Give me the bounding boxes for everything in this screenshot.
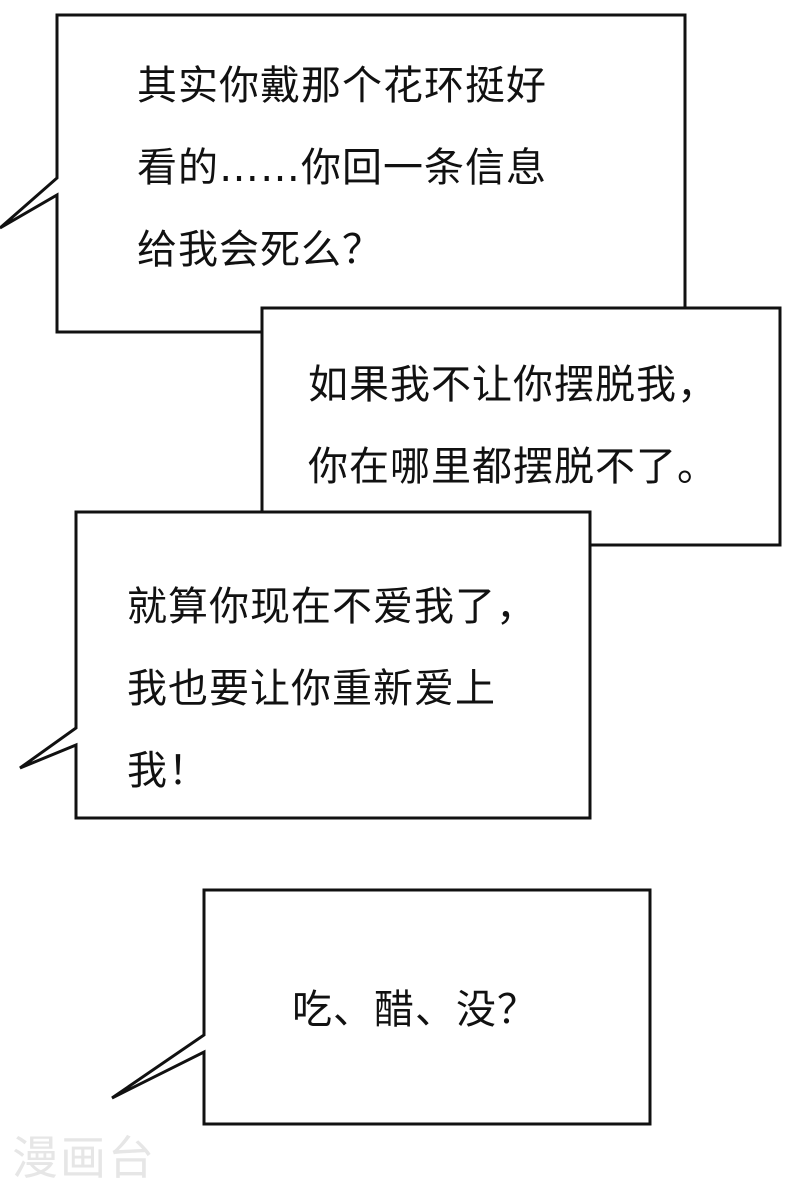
bubble-3-line-3: 我！: [127, 748, 209, 794]
speech-bubble-1: [0, 13, 687, 334]
bubble-1-line-2: 看的……你回一条信息: [137, 145, 547, 191]
bubble-2-line-2: 你在哪里都摆脱不了。: [308, 444, 718, 490]
bubble-1-line-3: 给我会死么？: [137, 227, 383, 273]
bubble-3-line-1: 就算你现在不爱我了，: [127, 584, 537, 630]
speech-bubble-3: [19, 510, 592, 820]
bubble-3-line-2: 我也要让你重新爱上: [127, 666, 496, 712]
bubble-2-line-1: 如果我不让你摆脱我，: [308, 362, 718, 408]
speech-bubble-2: [260, 306, 782, 547]
speech-bubble-4: [111, 888, 652, 1126]
bubble-4-line-1: 吃、醋、没？: [292, 987, 538, 1033]
watermark-logo: 漫画台: [12, 1131, 156, 1185]
bubble-1-line-1: 其实你戴那个花环挺好: [137, 63, 547, 109]
